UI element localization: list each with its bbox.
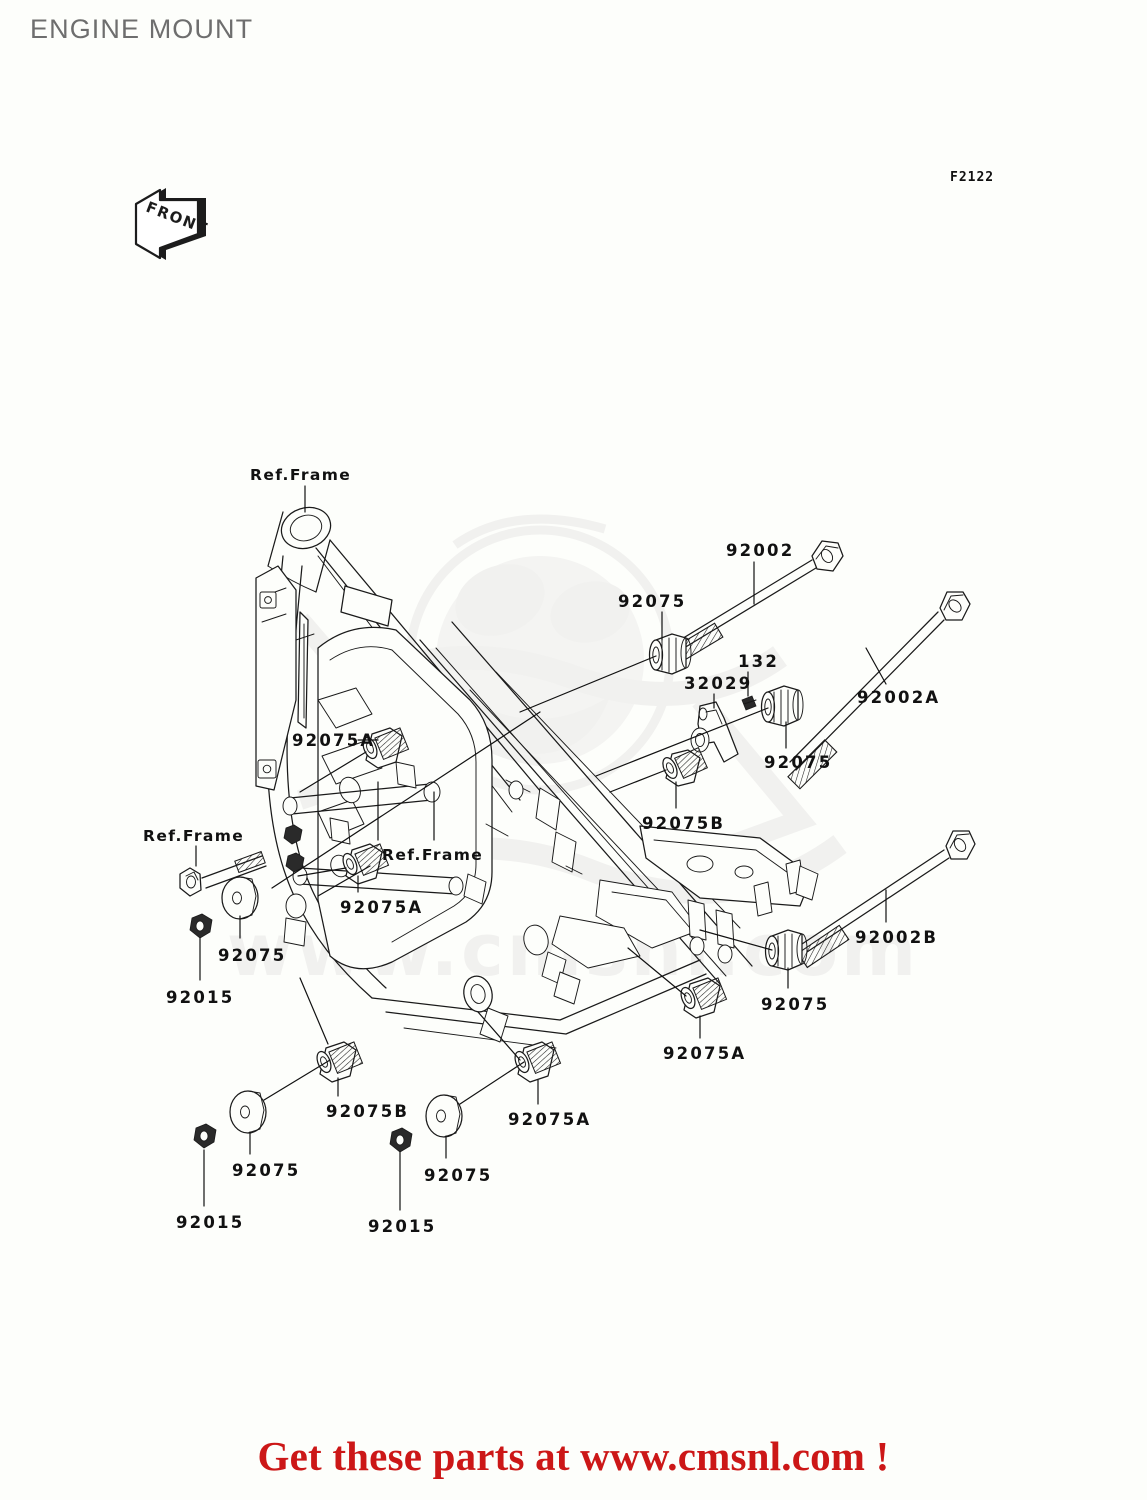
callout-32029: 32029 (684, 674, 753, 693)
bracket-32029 (690, 701, 739, 763)
bolt-132 (741, 695, 757, 711)
nut-92015-bottom-left (193, 1123, 217, 1149)
left-hanger-plate (255, 565, 297, 791)
nut-92015-left (189, 913, 213, 939)
callout-92075-lower-right: 92075 (761, 995, 830, 1014)
callout-92002a: 92002A (857, 688, 941, 707)
ref-label-frame-center: Ref.Frame (382, 846, 484, 864)
bolt-92002 (674, 540, 844, 662)
callout-92075-bottom-center: 92075 (424, 1166, 493, 1185)
bolt-92002b (797, 830, 976, 969)
washer-92075-left (221, 876, 259, 920)
collar-92075a-upper (362, 727, 410, 769)
rear-subframe (551, 825, 819, 969)
collar-92075a-right (680, 977, 728, 1019)
callout-92075-left-washer: 92075 (218, 946, 287, 965)
callout-92015-bottom-center: 92015 (368, 1217, 437, 1236)
footer-cta: Get these parts at www.cmsnl.com ! (257, 1433, 890, 1479)
collar-92075b-bottom (316, 1041, 364, 1083)
front-arrow-icon: FRONT (118, 184, 214, 268)
front-lower-bracket (283, 893, 307, 947)
callout-92075-upper: 92075 (618, 592, 687, 611)
left-mount-bolt (179, 850, 267, 897)
steering-head-tube (267, 506, 332, 593)
collar-92075a-bottom (514, 1041, 562, 1083)
bolt-92002a (787, 591, 971, 790)
callout-92002b: 92002B (855, 928, 939, 947)
callout-132: 132 (738, 652, 780, 671)
callout-92002: 92002 (726, 541, 795, 560)
collar-92075-upper (648, 633, 692, 675)
callout-92075b-center: 92075B (642, 814, 726, 833)
callout-92015-left: 92015 (166, 988, 235, 1007)
callout-92075-bottom-left: 92075 (232, 1161, 301, 1180)
washer-92075-bottom-center (425, 1094, 463, 1138)
callout-92075b-bottom-left: 92075B (326, 1102, 410, 1121)
ref-label-frame-left: Ref.Frame (143, 827, 245, 845)
frame-small-nuts (283, 824, 305, 873)
sheet-code: F2122 (950, 170, 995, 185)
lower-mount-lugs (463, 924, 581, 1043)
nut-92015-bottom-center (389, 1127, 413, 1153)
page-title: ENGINE MOUNT (30, 14, 254, 44)
washer-92075-bottom-left (229, 1090, 267, 1134)
callout-92075a-mid-left: 92075A (340, 898, 424, 917)
leader-lines (195, 485, 887, 1211)
collar-92075-lower (764, 929, 808, 971)
callout-92015-bottom-left: 92015 (176, 1213, 245, 1232)
collar-92075b-center (662, 747, 709, 787)
ref-label-frame-top: Ref.Frame (250, 466, 352, 484)
callout-92075-mid-right: 92075 (764, 753, 833, 772)
collar-92075-mid (760, 685, 804, 727)
callout-92075a-upper-left: 92075A (292, 731, 376, 750)
callout-92075a-lower-right: 92075A (663, 1044, 747, 1063)
callout-92075a-bottom-center: 92075A (508, 1110, 592, 1129)
